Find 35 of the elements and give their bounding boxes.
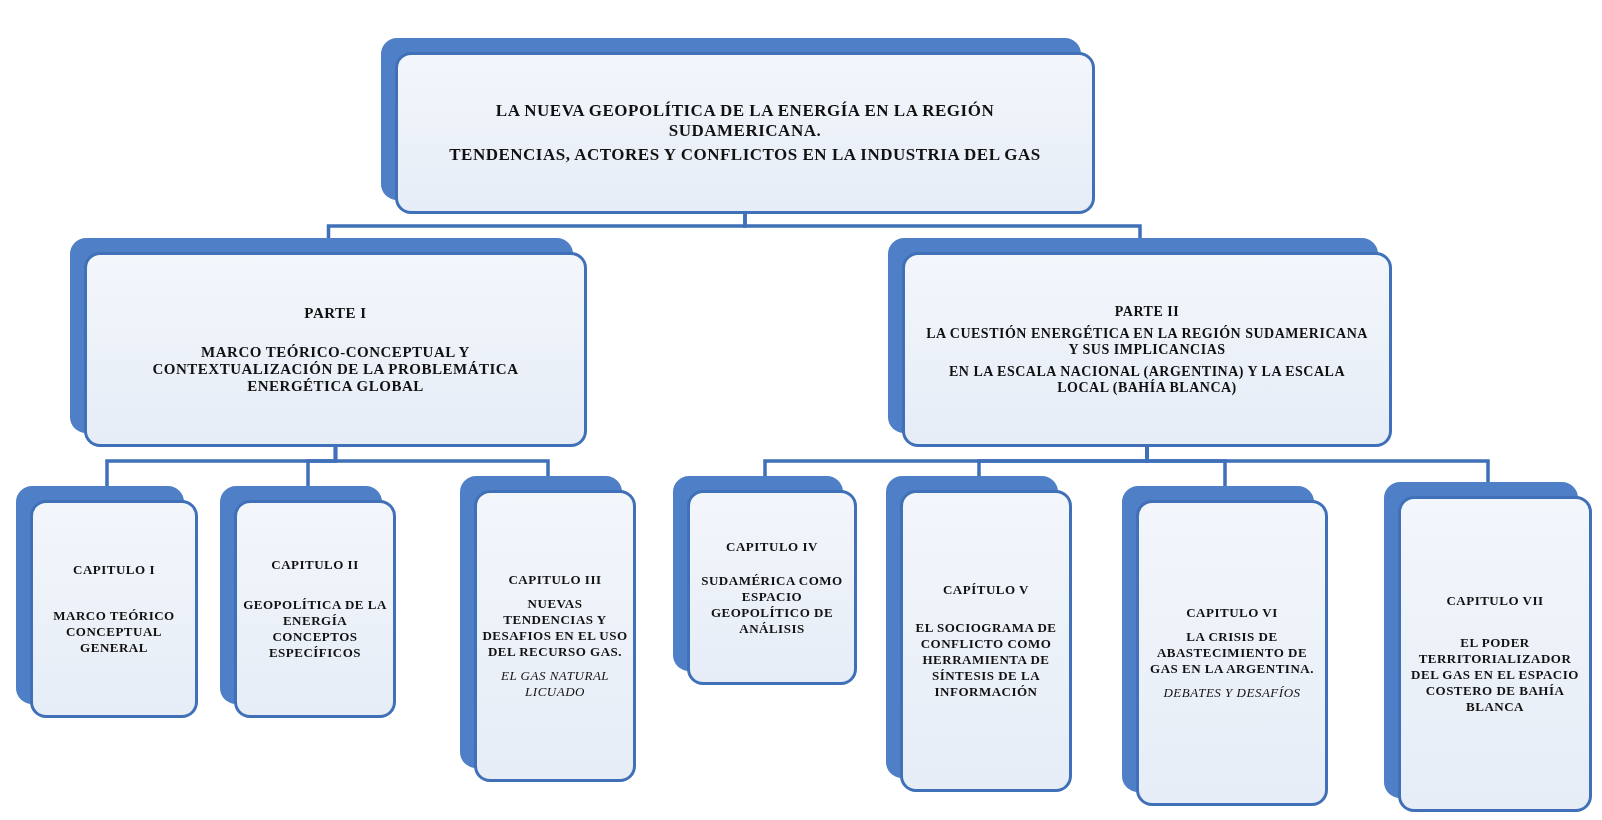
section-box xyxy=(673,476,857,685)
heading: PARTE II xyxy=(1114,303,1180,320)
section-box xyxy=(16,486,198,718)
description: EN LA ESCALA NACIONAL (ARGENTINA) Y LA ESCALA LOCAL (BAHÍA BLANCA) xyxy=(948,363,1346,396)
heading: CAPÍTULO V xyxy=(943,582,1029,598)
description: LA CUESTIÓN ENERGÉTICA EN LA REGIÓN SUDAMERICANA Y SUS IMPLICANCIAS xyxy=(925,325,1369,358)
heading: CAPITULO VI xyxy=(1186,605,1278,621)
heading: PARTE I xyxy=(304,304,367,322)
heading: CAPITULO I xyxy=(73,562,155,578)
section-box xyxy=(888,238,1392,447)
description: LA CRISIS DE ABASTECIMIENTO DE GAS EN LA ARGENTINA. xyxy=(1149,629,1315,677)
description: SUDAMÉRICA COMO ESPACIO GEOPOLÍTICO DE ANÁLISIS xyxy=(700,572,844,637)
section-box xyxy=(1122,486,1328,806)
description: NUEVAS TENDENCIAS Y DESAFIOS EN EL USO DEL RECURSO GAS. xyxy=(482,596,628,660)
connector-line xyxy=(743,214,1142,238)
section-box xyxy=(886,476,1072,792)
description: GEOPOLÍTICA DE LA ENERGÍA CONCEPTOS ESPECÍFICOS xyxy=(242,597,388,661)
heading: CAPITULO III xyxy=(508,572,602,588)
section-box xyxy=(1384,482,1592,812)
description: DEBATES Y DESAFÍOS xyxy=(1163,685,1301,701)
description: TENDENCIAS, ACTORES Y CONFLICTOS EN LA INDUSTRIA DEL GAS xyxy=(449,145,1041,165)
heading: CAPITULO IV xyxy=(726,538,818,555)
section-box xyxy=(70,238,587,447)
section-box xyxy=(220,486,396,718)
description: EL PODER TERRITORIALIZADOR DEL GAS EN EL ESPACIO COSTERO DE BAHÍA BLANCA xyxy=(1410,635,1580,715)
description: EL GAS NATURAL LICUADO xyxy=(499,668,611,700)
description: MARCO TEÓRICO CONCEPTUAL GENERAL xyxy=(52,608,176,656)
description: EL SOCIOGRAMA DE CONFLICTO COMO HERRAMIENTA DE SÍNTESIS DE LA INFORMACIÓN xyxy=(914,620,1058,700)
connector-line xyxy=(333,447,550,476)
section-box xyxy=(460,476,636,782)
heading: CAPITULO II xyxy=(271,557,359,573)
heading: CAPITULO VII xyxy=(1446,593,1544,609)
heading: LA NUEVA GEOPOLÍTICA DE LA ENERGÍA EN LA REGIÓN SUDAMERICANA. xyxy=(494,101,996,141)
description: MARCO TEÓRICO-CONCEPTUAL Y CONTEXTUALIZACIÓN DE LA PROBLEMÁTICA ENERGÉTICA GLOBAL xyxy=(151,343,520,395)
title-box xyxy=(381,38,1095,214)
